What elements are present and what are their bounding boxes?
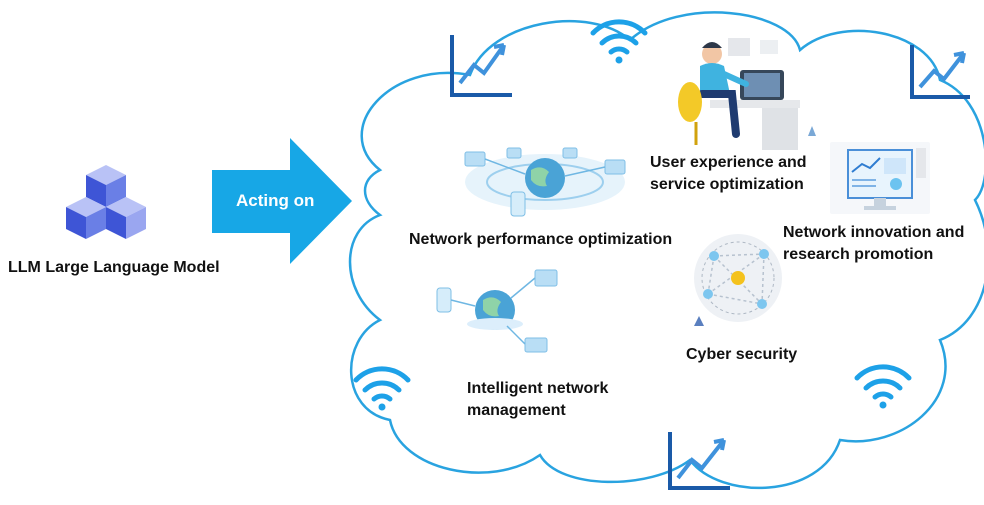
- intelligent-management-label: Intelligent network management: [467, 378, 608, 422]
- intelligent-management-line2: management: [467, 402, 566, 419]
- wifi-icon: [854, 364, 912, 409]
- acting-on-label: Acting on: [236, 191, 315, 210]
- security-globe-icon: [694, 234, 782, 326]
- user-experience-line1: User experience and: [650, 154, 807, 171]
- user-experience-label: User experience and service optimization: [650, 152, 807, 196]
- growth-chart-icon: [668, 432, 730, 490]
- wifi-icon: [353, 366, 411, 411]
- monitor-dashboard-icon: [830, 142, 930, 214]
- network-innovation-line1: Network innovation and: [783, 224, 965, 241]
- wifi-icon: [590, 19, 648, 64]
- network-innovation-label: Network innovation and research promotio…: [783, 222, 964, 266]
- right-arrow-icon: [212, 138, 352, 264]
- growth-chart-icon: [450, 35, 512, 97]
- network-performance-label: Network performance optimization: [409, 231, 673, 248]
- network-innovation-line2: research promotion: [783, 246, 934, 263]
- growth-chart-icon: [910, 45, 970, 99]
- model-label: LLM Large Language Model: [8, 259, 220, 276]
- intelligent-management-line1: Intelligent network: [467, 380, 609, 397]
- globe-devices-icon: [436, 269, 558, 353]
- cyber-security-label: Cyber security: [686, 346, 798, 363]
- person-at-desk-icon: [678, 38, 816, 150]
- cube-stack-icon: [66, 165, 146, 239]
- globe-network-icon: [464, 147, 626, 217]
- user-experience-line2: service optimization: [650, 176, 804, 193]
